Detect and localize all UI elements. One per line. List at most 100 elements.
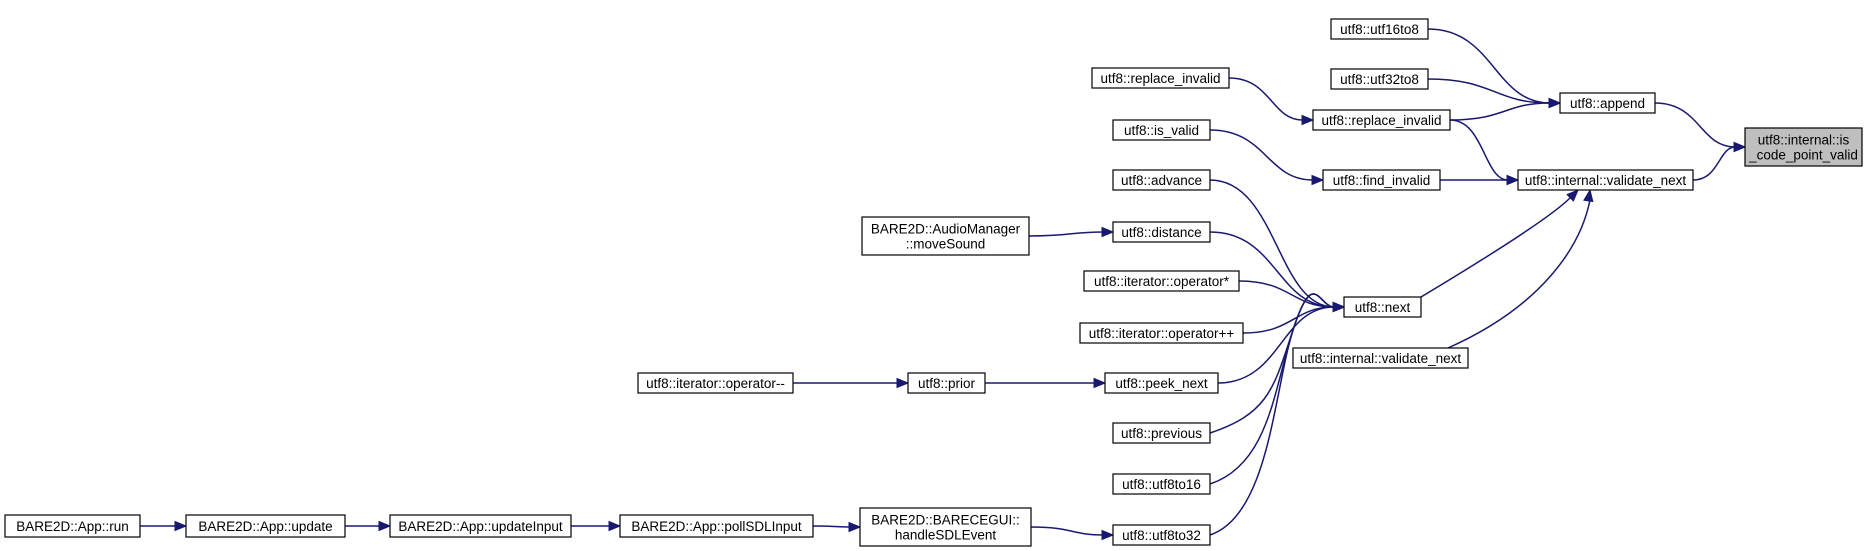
node-label: utf8::previous <box>1121 426 1202 441</box>
node-distance[interactable]: utf8::distance <box>1112 221 1211 243</box>
node-box <box>1343 296 1422 318</box>
node-label: BARE2D::App::updateInput <box>398 519 563 534</box>
node-label: ::moveSound <box>906 237 986 252</box>
node-label: utf8::utf8to32 <box>1122 528 1201 543</box>
node-label: utf8::peek_next <box>1115 376 1208 391</box>
arrowhead <box>1101 226 1115 238</box>
edge-line <box>1692 146 1736 181</box>
node-label: utf8::replace_invalid <box>1321 113 1441 128</box>
node-move-sound[interactable]: BARE2D::AudioManager::moveSound <box>861 216 1030 256</box>
node-utf8to32[interactable]: utf8::utf8to32 <box>1112 524 1211 546</box>
node-label: utf8::iterator::operator++ <box>1089 326 1235 341</box>
node-root[interactable]: utf8::internal::is_code_point_valid <box>1744 127 1863 167</box>
node-update-input[interactable]: BARE2D::App::updateInput <box>389 514 572 538</box>
arrowhead <box>1332 301 1346 313</box>
edge-line <box>1228 77 1304 121</box>
node-label: utf8::iterator::operator* <box>1094 274 1230 289</box>
edge-iter-dec-to-prior <box>793 377 910 389</box>
node-previous[interactable]: utf8::previous <box>1112 422 1211 444</box>
node-box <box>1112 524 1211 546</box>
node-label: utf8::append <box>1570 96 1645 111</box>
node-box <box>1312 109 1451 131</box>
node-label: utf8::next <box>1355 300 1411 315</box>
edge-handle-sdlevent-to-utf8to32 <box>1030 526 1115 541</box>
node-box <box>1091 67 1230 89</box>
node-box <box>1559 92 1656 114</box>
edges-layer <box>140 28 1747 541</box>
node-iter-dec[interactable]: utf8::iterator::operator-- <box>637 372 794 394</box>
node-label: utf8::utf16to8 <box>1340 22 1419 37</box>
edge-line <box>1654 102 1736 148</box>
node-box <box>619 514 814 538</box>
node-utf16to8[interactable]: utf8::utf16to8 <box>1330 18 1429 40</box>
arrowhead <box>1506 174 1520 186</box>
node-label: BARE2D::App::run <box>16 519 129 534</box>
arrowhead <box>174 520 188 532</box>
node-next[interactable]: utf8::next <box>1343 296 1422 318</box>
node-validate-next-2[interactable]: utf8::internal::validate_next <box>1292 347 1469 369</box>
edge-line <box>1427 28 1551 104</box>
node-label: utf8::distance <box>1121 225 1201 240</box>
edge-line <box>1209 179 1335 308</box>
node-is-valid[interactable]: utf8::is_valid <box>1112 119 1211 141</box>
arrowhead <box>848 521 862 533</box>
node-label: BARE2D::App::update <box>198 519 332 534</box>
node-label: _code_point_valid <box>1748 148 1858 163</box>
edge-poll-sdlinput-to-handle-sdlevent <box>812 521 862 533</box>
node-box <box>1112 119 1211 141</box>
node-box <box>1104 372 1219 394</box>
node-label: utf8::advance <box>1121 173 1202 188</box>
node-run[interactable]: BARE2D::App::run <box>4 514 141 538</box>
node-replace-invalid-2[interactable]: utf8::replace_invalid <box>1091 67 1230 89</box>
edge-line <box>1217 306 1335 384</box>
node-label: utf8::find_invalid <box>1333 173 1431 188</box>
edge-line <box>1209 129 1314 181</box>
node-box <box>859 507 1032 547</box>
node-append[interactable]: utf8::append <box>1559 92 1656 114</box>
node-update[interactable]: BARE2D::App::update <box>185 514 346 538</box>
node-prior[interactable]: utf8::prior <box>907 372 986 394</box>
node-iter-inc[interactable]: utf8::iterator::operator++ <box>1079 322 1244 344</box>
arrowhead <box>608 520 622 532</box>
node-box <box>1112 169 1211 191</box>
edge-utf16to8-to-append <box>1427 28 1562 109</box>
node-replace-invalid-1[interactable]: utf8::replace_invalid <box>1312 109 1451 131</box>
node-handle-sdlevent[interactable]: BARE2D::BARECEGUI::handleSDLEvent <box>859 507 1032 547</box>
arrowhead <box>1566 189 1579 202</box>
node-validate-next[interactable]: utf8::internal::validate_next <box>1517 169 1694 191</box>
node-find-invalid[interactable]: utf8::find_invalid <box>1322 169 1441 191</box>
node-utf8to16[interactable]: utf8::utf8to16 <box>1112 473 1211 495</box>
node-box <box>1517 169 1694 191</box>
node-box <box>1112 473 1211 495</box>
edge-move-sound-to-distance <box>1028 226 1115 238</box>
node-iter-deref[interactable]: utf8::iterator::operator* <box>1083 270 1240 292</box>
arrowhead <box>1548 97 1562 109</box>
node-box <box>185 514 346 538</box>
edge-line <box>1028 231 1104 237</box>
edge-replace-invalid-1-to-append <box>1449 97 1562 121</box>
node-box <box>1330 68 1429 90</box>
node-advance[interactable]: utf8::advance <box>1112 169 1211 191</box>
edge-line <box>1449 119 1509 181</box>
node-box <box>637 372 794 394</box>
node-label: handleSDLEvent <box>895 528 997 543</box>
edge-line <box>1209 293 1335 536</box>
nodes-layer: utf8::internal::is_code_point_validutf8:… <box>4 18 1863 547</box>
node-box <box>1330 18 1429 40</box>
edge-line <box>1242 306 1335 334</box>
node-label: BARE2D::BARECEGUI:: <box>871 513 1020 528</box>
node-box <box>1322 169 1441 191</box>
edge-prior-to-peek-next <box>985 377 1107 389</box>
edge-next-to-validate-next <box>1420 189 1579 298</box>
edge-line <box>1030 526 1104 536</box>
node-utf32to8[interactable]: utf8::utf32to8 <box>1330 68 1429 90</box>
node-poll-sdlinput[interactable]: BARE2D::App::pollSDLInput <box>619 514 814 538</box>
edge-line <box>812 525 851 528</box>
edge-is-valid-to-find-invalid <box>1209 129 1325 186</box>
edge-replace-invalid-2-to-replace-invalid-1 <box>1228 77 1315 126</box>
edge-validate-next-2-to-validate-next <box>1447 188 1594 349</box>
node-box <box>1744 127 1863 167</box>
node-label: utf8::internal::validate_next <box>1300 351 1462 366</box>
arrowhead <box>378 520 392 532</box>
node-peek-next[interactable]: utf8::peek_next <box>1104 372 1219 394</box>
